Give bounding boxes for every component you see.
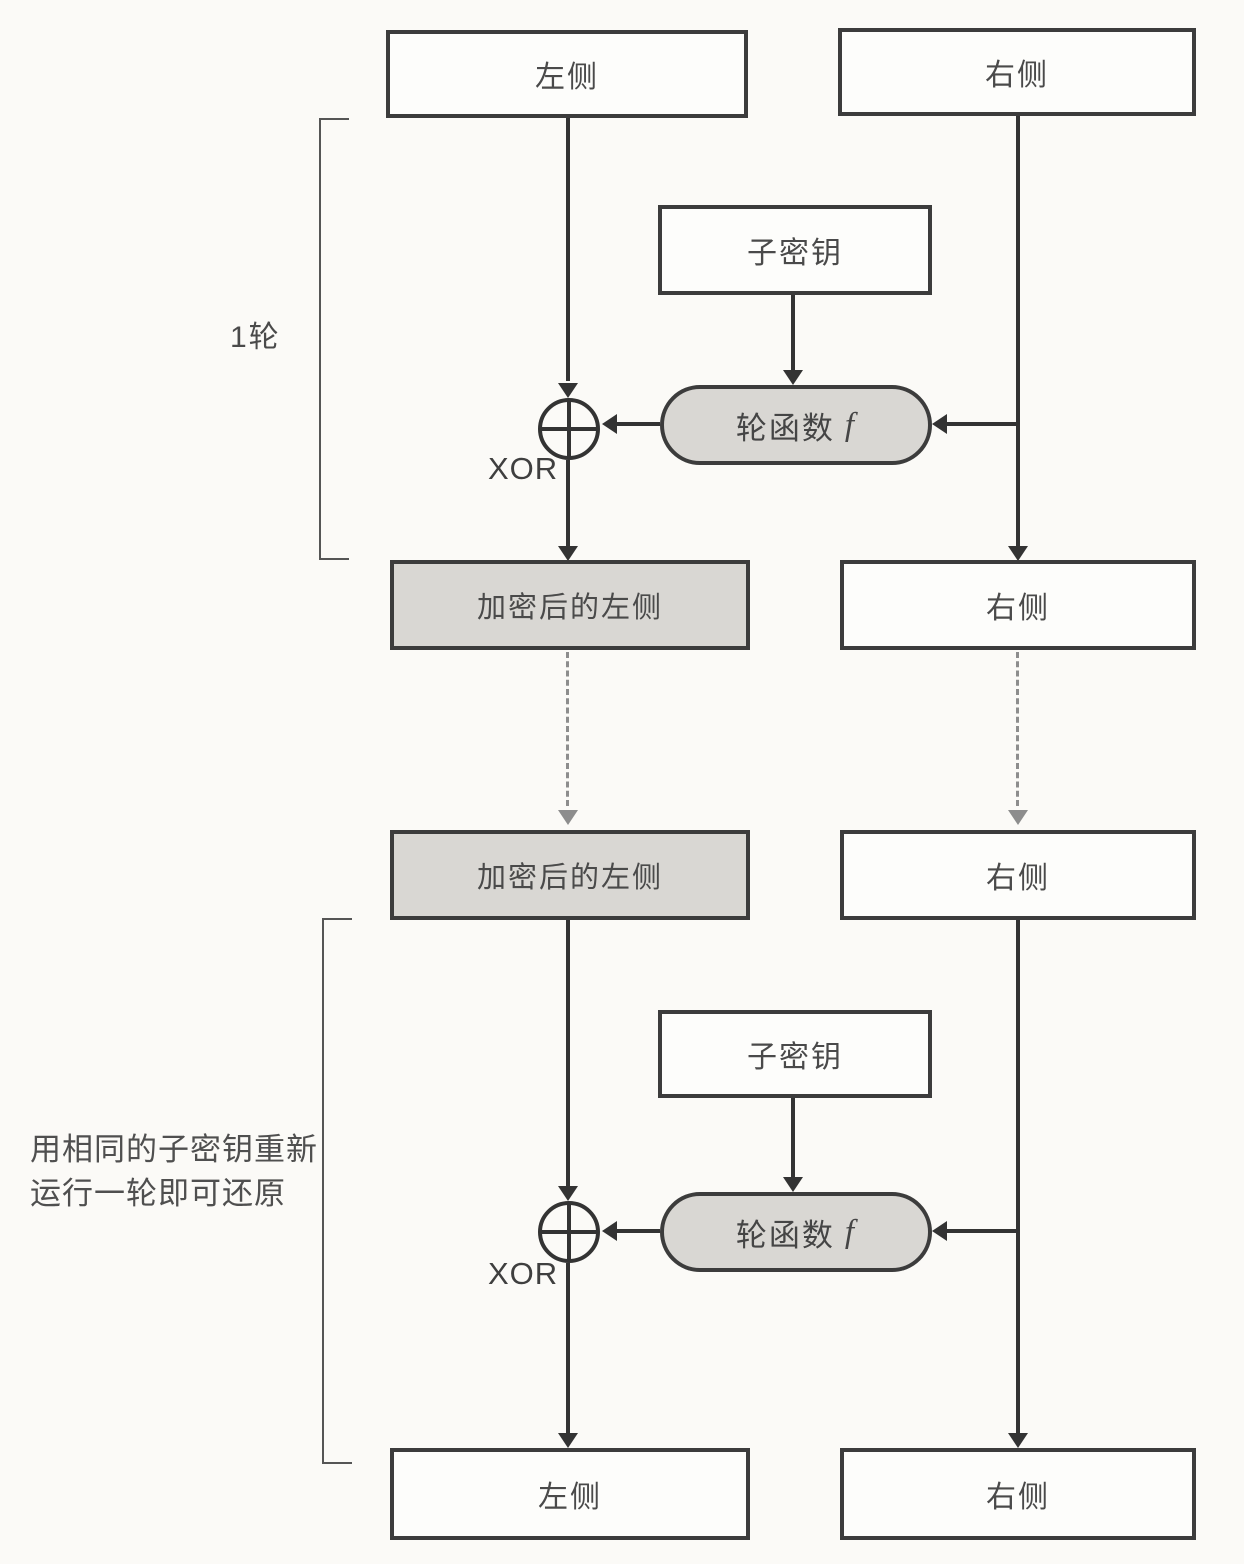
round1-right-output-box: 右侧 [840,560,1196,650]
round2-round-function-label: 轮函数 [735,1217,835,1253]
transfer-left-arrow-icon [558,810,578,825]
round1-xor-cross-horizontal [542,427,596,431]
round1-bracket-bottom-arm [319,558,349,560]
round2-right-output-label: 右侧 [986,1481,1050,1514]
round1-subkey-box: 子密钥 [658,205,932,295]
round2-round-function-symbol: f [844,1213,857,1250]
round2-bracket-bottom-arm [322,1462,352,1464]
round1-right-flow-line [1016,116,1020,547]
round1-bracket-label: 1轮 [230,321,281,354]
round2-subkey-line [791,1098,795,1177]
round2-left-output-arrow-icon [558,1433,578,1448]
round1-right-input-box: 右侧 [838,28,1196,116]
transfer-right-arrow-icon [1008,810,1028,825]
round1-left-input-box: 左侧 [386,30,748,118]
transfer-right-dashed-line [1016,652,1019,806]
round1-bracket [319,118,321,560]
round2-subkey-arrow-icon [783,1177,803,1192]
round2-left-output-box: 左侧 [390,1448,750,1540]
round1-left-input-label: 左侧 [535,61,599,94]
round1-round-function-symbol: f [844,406,857,443]
round2-left-output-label: 左侧 [538,1481,602,1514]
round2-pill-to-xor-line [617,1229,660,1233]
round2-right-output-box: 右侧 [840,1448,1196,1540]
round1-round-function-label: 轮函数 [735,410,835,446]
round2-right-input-label: 右侧 [986,862,1050,895]
round1-xor-output-line [566,460,570,548]
round2-bracket-top-arm [322,918,352,920]
round2-xor-label: XOR [488,1256,559,1291]
round1-left-output-box: 加密后的左侧 [390,560,750,650]
round1-subkey-arrow-icon [783,370,803,385]
round1-branch-to-pill-arrow-icon [932,414,947,434]
round2-branch-to-pill-arrow-icon [932,1221,947,1241]
restore-note: 用相同的子密钥重新 运行一轮即可还原 [30,1128,318,1216]
restore-note-line2: 运行一轮即可还原 [30,1176,286,1212]
round1-subkey-line [791,295,795,370]
transfer-left-dashed-line [566,652,569,806]
round2-right-flow-line [1016,920,1020,1433]
round2-xor-cross-horizontal [542,1230,596,1234]
round2-right-input-box: 右侧 [840,830,1196,920]
round2-xor-output-line [566,1263,570,1433]
round1-branch-to-pill-line [947,422,1018,426]
round2-round-function-pill: 轮函数 f [660,1192,932,1272]
round1-subkey-label: 子密钥 [747,237,843,270]
round2-subkey-label: 子密钥 [747,1041,843,1074]
round2-left-flow-line [566,920,570,1186]
round2-left-input-label: 加密后的左侧 [476,862,663,894]
round1-pill-to-xor-line [617,422,660,426]
round1-arrow-into-xor-icon [558,383,578,398]
round2-branch-to-pill-line [947,1229,1018,1233]
round1-bracket-top-arm [319,118,349,120]
restore-note-line1: 用相同的子密钥重新 [30,1132,318,1167]
round1-round-function-pill: 轮函数 f [660,385,932,465]
round2-left-input-box: 加密后的左侧 [390,830,750,920]
round2-arrow-into-xor-icon [558,1186,578,1201]
round2-right-output-arrow-icon [1008,1433,1028,1448]
round1-right-output-label: 右侧 [986,592,1050,625]
round1-right-output-arrow-icon [1008,546,1028,561]
round1-xor-node-icon [538,398,600,460]
round2-xor-node-icon [538,1201,600,1263]
round1-xor-label: XOR [488,451,559,486]
round1-left-flow-line [566,118,570,381]
round1-left-output-label: 加密后的左侧 [476,592,663,624]
round1-left-output-arrow-icon [558,546,578,561]
round2-bracket [322,918,324,1464]
round2-pill-to-xor-arrow-icon [602,1221,617,1241]
round1-right-input-label: 右侧 [985,59,1049,92]
round1-pill-to-xor-arrow-icon [602,414,617,434]
round2-subkey-box: 子密钥 [658,1010,932,1098]
